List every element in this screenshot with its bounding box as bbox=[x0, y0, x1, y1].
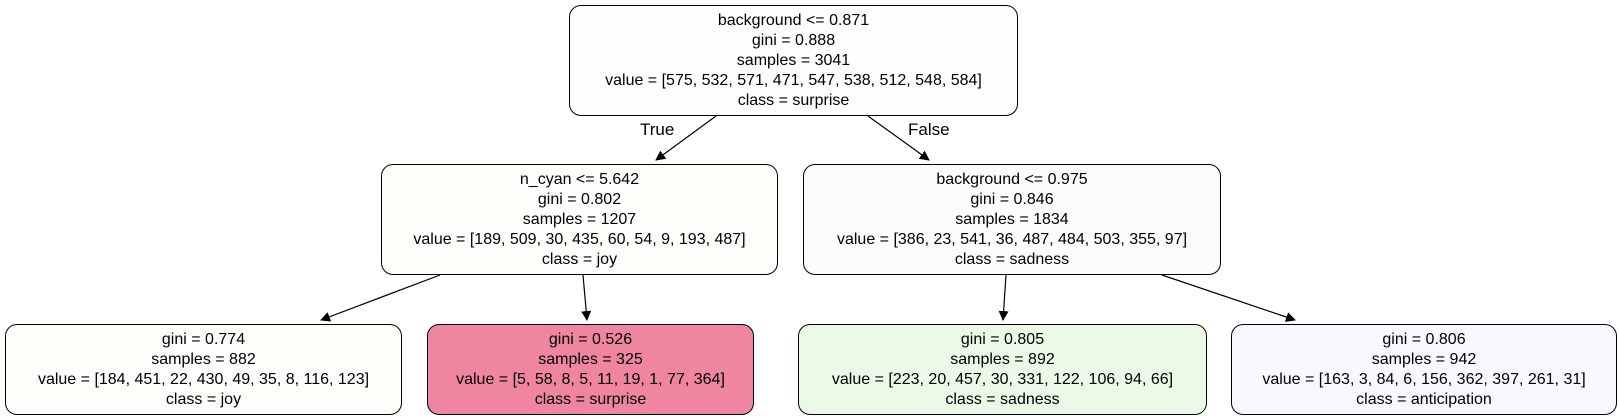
edge-left-lr bbox=[581, 274, 592, 321]
gini-value: gini = 0.526 bbox=[548, 330, 633, 348]
leaf-node-sadness: gini = 0.805 samples = 892 value = [223,… bbox=[798, 324, 1207, 415]
class-label: class = surprise bbox=[737, 91, 850, 109]
gini-value: gini = 0.774 bbox=[161, 330, 246, 348]
gini-value: gini = 0.802 bbox=[537, 190, 622, 208]
gini-value: gini = 0.806 bbox=[1382, 330, 1466, 348]
class-label: class = joy bbox=[541, 250, 618, 268]
right-split-node: background <= 0.975 gini = 0.846 samples… bbox=[803, 164, 1221, 275]
edge-left-ll bbox=[320, 274, 441, 322]
samples-count: samples = 942 bbox=[1371, 350, 1477, 368]
leaf-node-surprise: gini = 0.526 samples = 325 value = [5, 5… bbox=[427, 324, 754, 415]
split-condition: background <= 0.871 bbox=[717, 11, 870, 29]
class-distribution: value = [386, 23, 541, 36, 487, 484, 503… bbox=[836, 230, 1188, 248]
edge-label-false: False bbox=[908, 120, 950, 139]
class-distribution: value = [189, 509, 30, 435, 60, 54, 9, 1… bbox=[413, 230, 746, 248]
edge-root-left bbox=[655, 115, 717, 161]
samples-count: samples = 325 bbox=[538, 350, 643, 368]
samples-count: samples = 892 bbox=[950, 350, 1055, 368]
class-distribution: value = [223, 20, 457, 30, 331, 122, 106… bbox=[831, 370, 1174, 388]
edge-root-right bbox=[867, 115, 930, 161]
split-condition: n_cyan <= 5.642 bbox=[519, 170, 640, 188]
class-label: class = surprise bbox=[534, 390, 647, 408]
class-label: class = joy bbox=[165, 390, 242, 408]
class-label: class = anticipation bbox=[1356, 390, 1492, 408]
gini-value: gini = 0.846 bbox=[970, 190, 1054, 208]
edge-right-rr bbox=[1161, 274, 1296, 322]
samples-count: samples = 1207 bbox=[522, 210, 637, 228]
edge-label-true: True bbox=[640, 120, 675, 139]
samples-count: samples = 3041 bbox=[736, 51, 851, 69]
class-distribution: value = [163, 3, 84, 6, 156, 362, 397, 2… bbox=[1262, 370, 1586, 388]
gini-value: gini = 0.805 bbox=[960, 330, 1045, 348]
class-distribution: value = [5, 58, 8, 5, 11, 19, 1, 77, 364… bbox=[456, 370, 725, 388]
class-label: class = sadness bbox=[945, 390, 1060, 408]
class-label: class = sadness bbox=[954, 250, 1070, 268]
samples-count: samples = 1834 bbox=[955, 210, 1069, 228]
leaf-node-anticipation: gini = 0.806 samples = 942 value = [163,… bbox=[1231, 324, 1617, 415]
edge-right-rl bbox=[998, 274, 1009, 321]
root-node: background <= 0.871 gini = 0.888 samples… bbox=[569, 5, 1018, 116]
class-distribution: value = [184, 451, 22, 430, 49, 35, 8, 1… bbox=[37, 370, 370, 388]
split-condition: background <= 0.975 bbox=[936, 170, 1088, 188]
leaf-node-joy: gini = 0.774 samples = 882 value = [184,… bbox=[5, 324, 402, 415]
left-split-node: n_cyan <= 5.642 gini = 0.802 samples = 1… bbox=[381, 164, 778, 275]
samples-count: samples = 882 bbox=[151, 350, 256, 368]
class-distribution: value = [575, 532, 571, 471, 547, 538, 5… bbox=[605, 71, 982, 89]
gini-value: gini = 0.888 bbox=[751, 31, 836, 49]
